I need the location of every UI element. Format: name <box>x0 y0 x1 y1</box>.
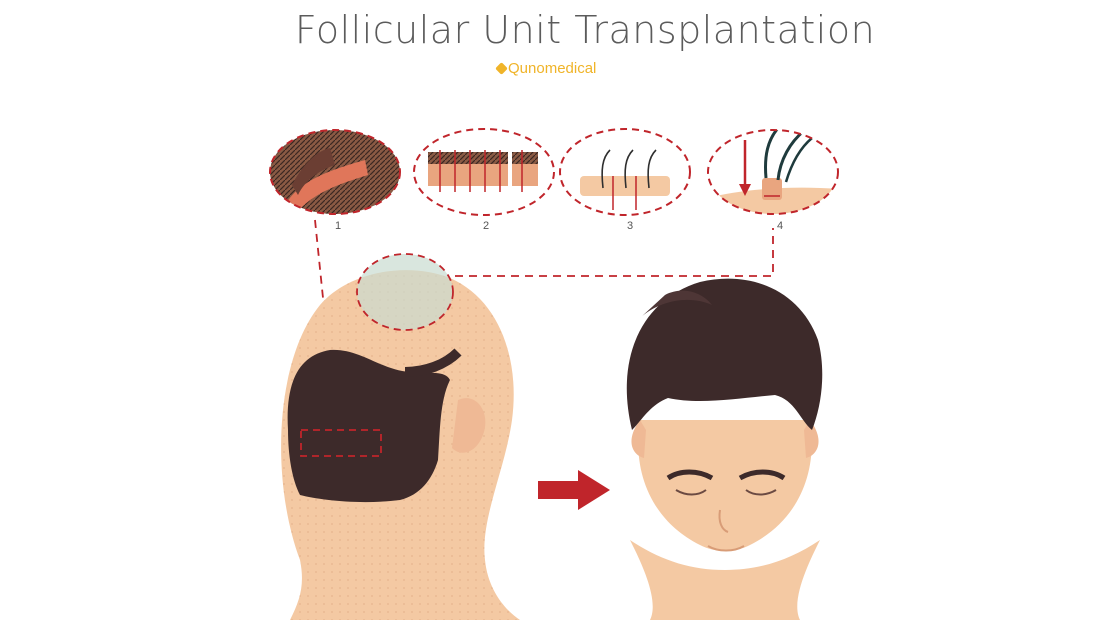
title-text: Follicular Unit Transplantation <box>294 8 876 52</box>
head-after <box>626 278 823 620</box>
diagram-title: Follicular Unit Transplantation <box>0 8 1110 52</box>
step-4-label: 4 <box>776 220 784 232</box>
insert-arrow-icon <box>739 184 751 196</box>
brand-logo: Qunomedical <box>495 60 597 77</box>
step-2-strip-slicing <box>413 128 555 216</box>
step-3-follicular-units <box>559 128 691 216</box>
step-2-label: 2 <box>482 220 490 232</box>
step-1-strip-sample <box>269 129 401 215</box>
step-4-implantation <box>707 129 839 215</box>
right-arrow-icon <box>538 470 610 510</box>
brand-name: Qunomedical <box>508 60 597 77</box>
step-3-label: 3 <box>626 220 634 232</box>
head-before <box>281 253 520 620</box>
step-1-label: 1 <box>334 220 342 232</box>
